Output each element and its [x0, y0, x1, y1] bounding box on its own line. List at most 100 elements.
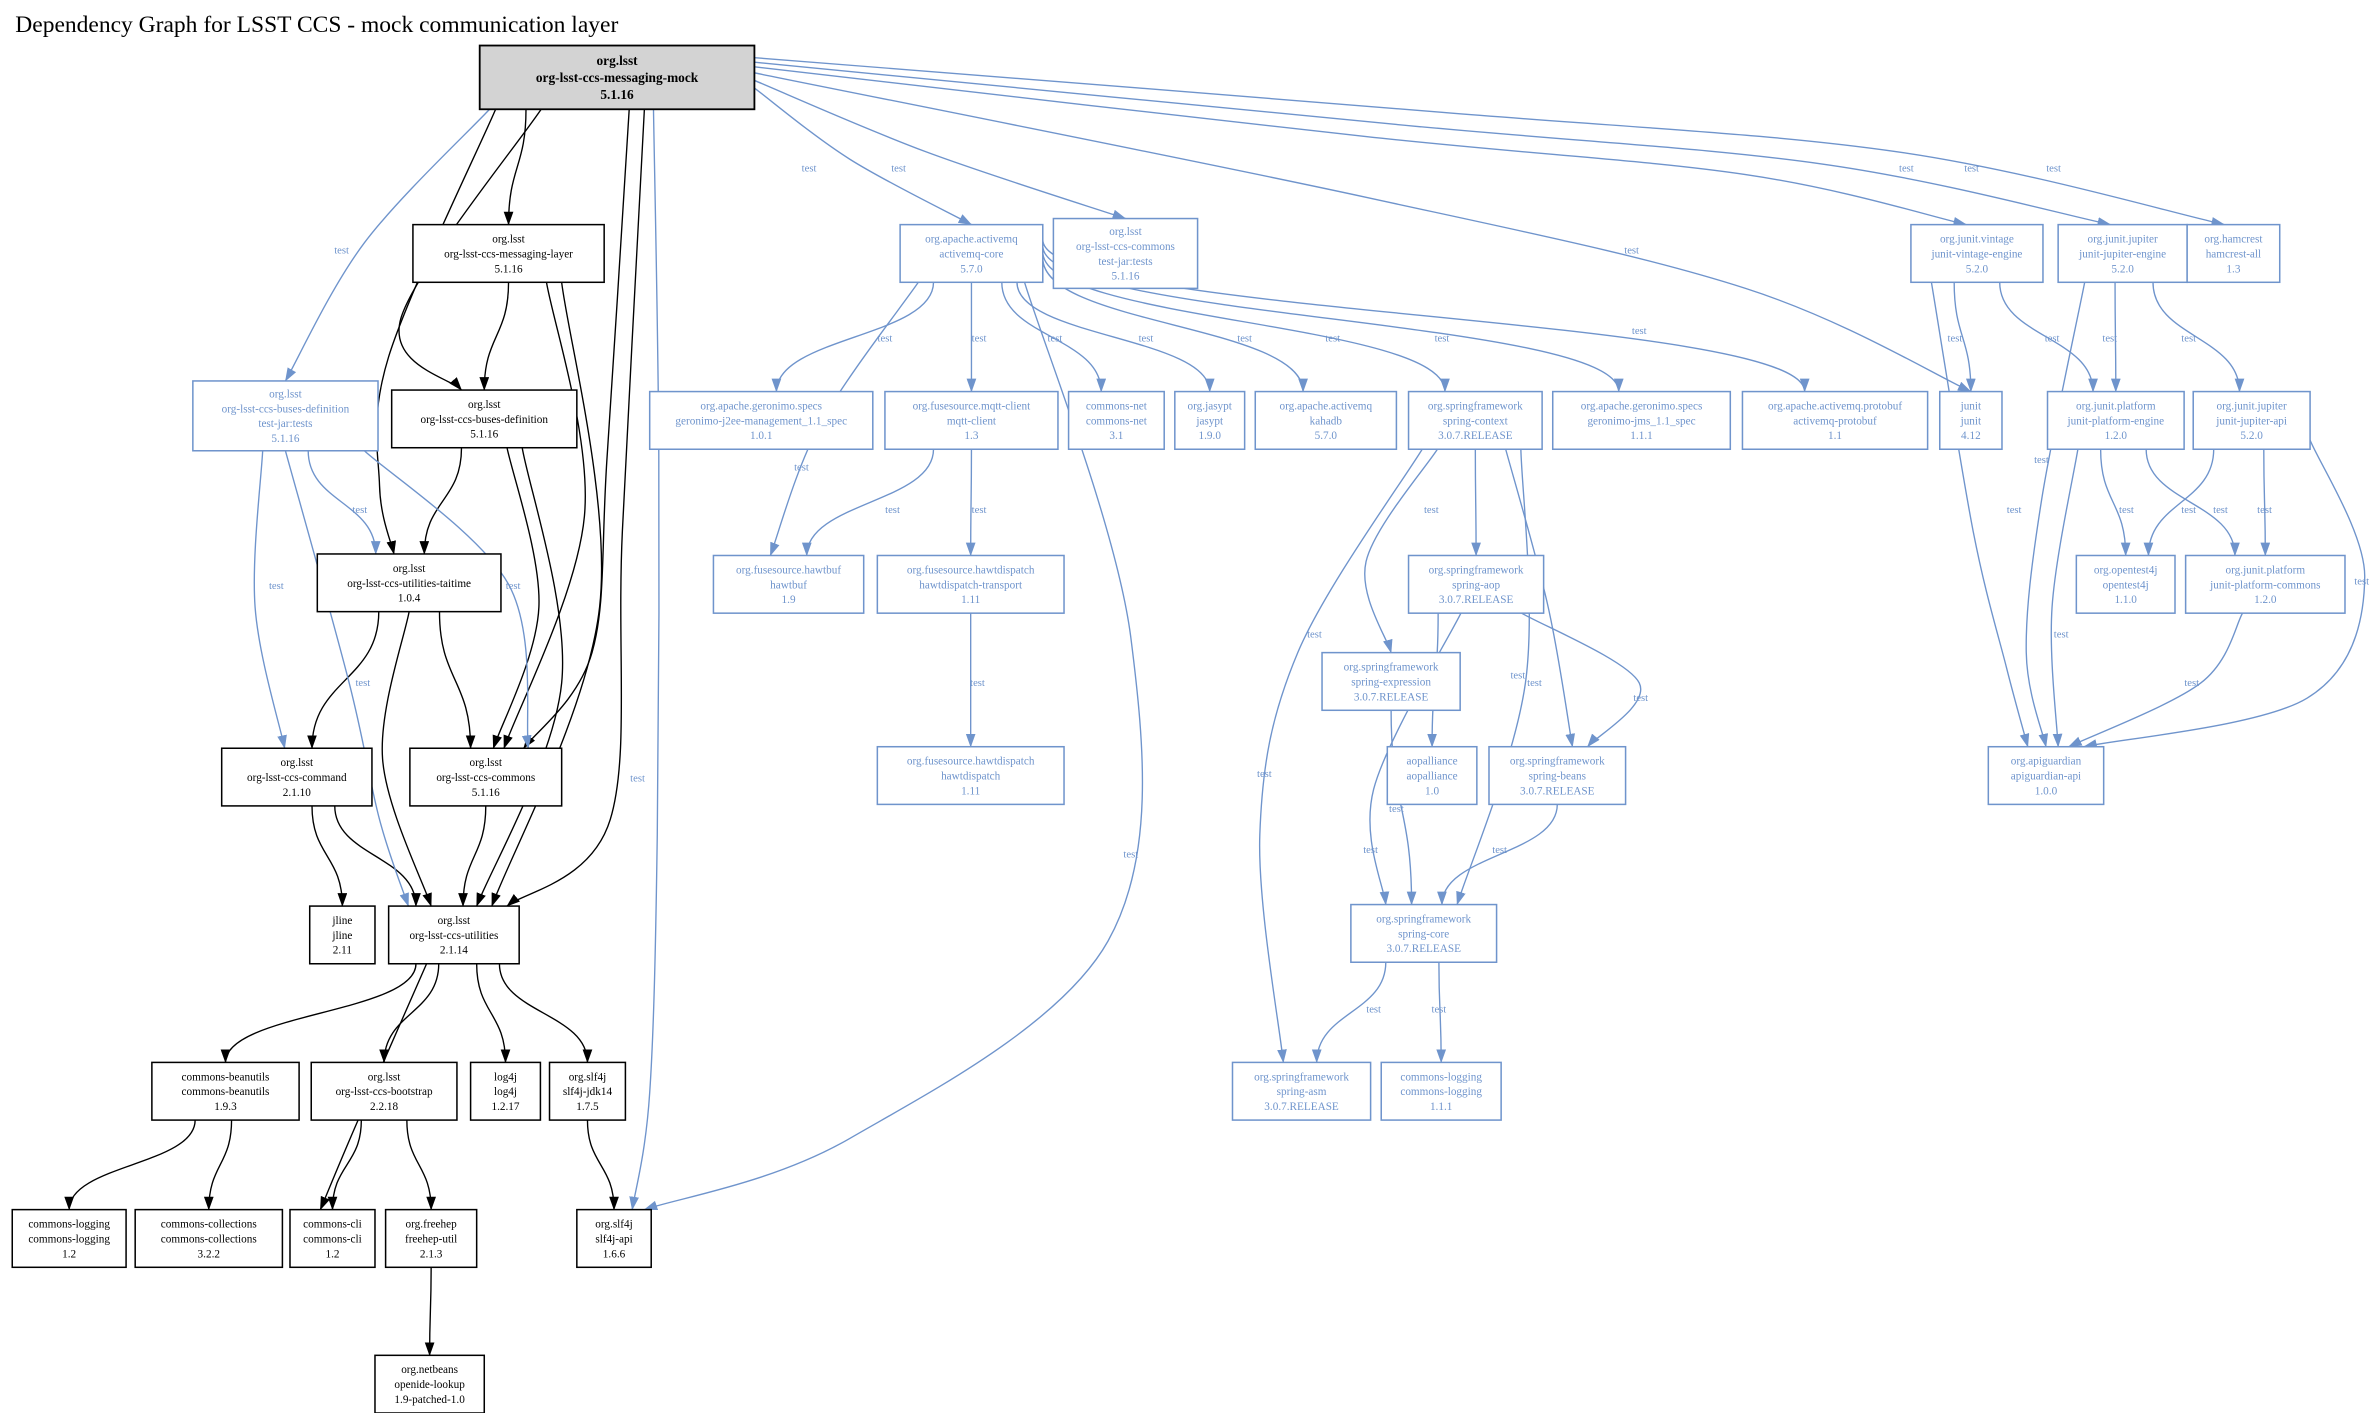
- node-label-line: org.opentest4j: [2094, 564, 2158, 576]
- node-label-line: 2.11: [333, 945, 352, 957]
- edge-scope-label: test: [1492, 845, 1507, 856]
- edge-scope-label: test: [878, 333, 893, 344]
- node-box: [876, 745, 1065, 806]
- dependency-edge-ccs_utilities-bootstrap: [379, 963, 440, 1064]
- node-label-line: 2.2.18: [370, 1101, 398, 1113]
- node-label-line: 3.2.2: [198, 1248, 220, 1260]
- edge-scope-label: test: [802, 164, 817, 175]
- node-box: [412, 223, 605, 284]
- dependency-edge-junit_platform_commons-apiguardian: [2068, 612, 2244, 748]
- dependency-node-commons_collections: commons-collections commons-collections 3.…: [134, 1208, 284, 1269]
- node-box: [310, 1061, 458, 1121]
- node-label-line: org-lsst-ccs-utilities-taitime: [347, 578, 471, 590]
- dependency-edge-junit_platform_engine-apiguardian: [2050, 449, 2079, 748]
- node-label-line: commons-logging: [28, 1233, 110, 1245]
- node-label-line: org.fusesource.mqtt-client: [913, 400, 1031, 412]
- dependency-node-spring_aop: org.springframeworkspring-aop3.0.7.RELEA…: [1407, 554, 1545, 614]
- edge-scope-label: test: [2184, 678, 2199, 689]
- edge-scope-label: test: [1435, 333, 1450, 344]
- node-box: [390, 389, 578, 449]
- dependency-edge-root-slf4j_api: [629, 109, 660, 1211]
- node-label-line: test-jar:tests: [1098, 256, 1152, 268]
- node-label-line: 1.9.3: [214, 1101, 237, 1113]
- node-box: [1741, 390, 1929, 451]
- dependency-edge-messaging_layer-ccs_commons: [503, 282, 586, 749]
- edge-scope-label: test: [2181, 505, 2196, 516]
- node-box: [1321, 651, 1461, 712]
- edge-scope-label: test: [2054, 629, 2069, 640]
- dependency-node-spring_asm: org.springframeworkspring-asm3.0.7.RELEA…: [1231, 1061, 1372, 1121]
- edge-scope-label: test: [2257, 505, 2272, 516]
- dependency-edge-root-activemq_core: [754, 87, 973, 226]
- node-label-line: commons-collections: [161, 1233, 257, 1245]
- dependency-node-spring_expression: org.springframeworkspring-expression3.0.…: [1321, 651, 1461, 712]
- dependency-edge-activemq_core-slf4j_api: [643, 282, 1144, 1211]
- node-label-line: 1.3: [2226, 263, 2240, 275]
- node-label-line: commons-collections: [161, 1219, 257, 1231]
- node-label-line: org.springframework: [1254, 1071, 1349, 1083]
- node-label-line: 1.11: [961, 594, 980, 606]
- edge-scope-label: test: [2119, 505, 2134, 516]
- node-label-line: commons-logging: [1400, 1071, 1482, 1083]
- dependency-edge-spring_context-spring_expression: [1364, 448, 1438, 654]
- dependency-edge-root-junit_vintage: [754, 66, 1968, 227]
- node-label-line: org.junit.jupiter: [2217, 400, 2287, 412]
- node-label-line: 1.3: [964, 430, 978, 442]
- node-label-line: org.jasypt: [1188, 400, 1233, 412]
- dependency-node-taitime: org.lsstorg-lsst-ccs-utilities-taitime1.…: [316, 553, 502, 613]
- dependency-node-junit_vintage: org.junit.vintagejunit-vintage-engine5.2…: [1910, 223, 2044, 284]
- edge-scope-label: test: [1633, 693, 1648, 704]
- node-label-line: 1.1.1: [1630, 430, 1652, 442]
- dependency-node-root: org.lsstorg-lsst-ccs-messaging-mock5.1.1…: [478, 44, 756, 111]
- node-label-line: 5.1.16: [271, 433, 299, 445]
- node-box: [478, 44, 756, 111]
- node-label-line: hawtdispatch: [941, 771, 1001, 783]
- edge-scope-label: test: [1624, 245, 1639, 256]
- node-label-line: openide-lookup: [394, 1379, 465, 1391]
- dependency-edge-spring_aop-spring_beans: [1521, 612, 1642, 748]
- edge-scope-label: test: [1964, 164, 1979, 175]
- node-box: [899, 223, 1044, 284]
- dependency-edge-junit_jupiter_engine-apiguardian: [2025, 282, 2086, 748]
- node-box: [1407, 390, 1543, 451]
- edge-scope-label: test: [1424, 505, 1439, 516]
- dependency-edge-buses_def_tests-ccs_command: [253, 450, 287, 749]
- node-label-line: slf4j-api: [595, 1233, 632, 1245]
- node-label-line: org-lsst-ccs-commons: [436, 772, 535, 784]
- node-box: [11, 1208, 127, 1269]
- edge-scope-label: test: [1139, 333, 1154, 344]
- dependency-node-activemq_protobuf: org.apache.activemq.protobufactivemq-pro…: [1741, 390, 1929, 451]
- edge-scope-label: test: [1363, 845, 1378, 856]
- node-box: [220, 747, 373, 807]
- edge-scope-label: test: [1632, 326, 1647, 337]
- node-label-line: junit-platform-commons: [2209, 579, 2320, 591]
- dependency-edge-commons_beanutils-commons_collections: [203, 1120, 233, 1211]
- node-box: [1350, 903, 1498, 963]
- node-label-line: 1.1.0: [2114, 594, 2137, 606]
- node-box: [1910, 223, 2044, 284]
- dependency-edge-junit_vintage-apiguardian: [1930, 282, 2030, 748]
- node-box: [2192, 390, 2311, 451]
- edge-scope-label: test: [506, 581, 521, 592]
- edge-scope-label: test: [1366, 1004, 1381, 1015]
- edge-scope-label: test: [2354, 576, 2369, 587]
- edge-scope-label: test: [891, 164, 906, 175]
- node-box: [712, 554, 865, 614]
- node-label-line: 1.0: [1425, 785, 1439, 797]
- node-label-line: 3.0.7.RELEASE: [1439, 594, 1514, 606]
- node-box: [1938, 390, 2003, 451]
- dependency-node-ccs_commons_tests: org.lsstorg-lsst-ccs-commonstest-jar:tes…: [1052, 217, 1199, 290]
- edge-scope-label: test: [1432, 1004, 1447, 1015]
- node-label-line: slf4j-jdk14: [563, 1086, 613, 1098]
- dependency-edge-junit_platform_engine-opentest4j: [2099, 449, 2131, 557]
